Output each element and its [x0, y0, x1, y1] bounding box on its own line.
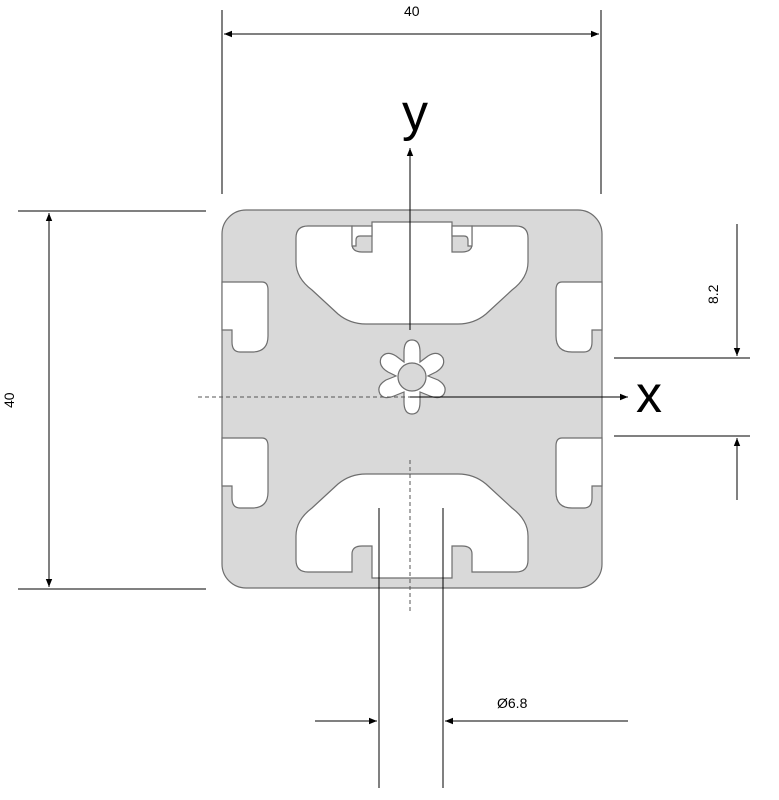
right-bottom-slot: [555, 437, 603, 509]
bore-diameter-dimension: Ø6.8: [315, 508, 628, 788]
bore-diameter-label: Ø6.8: [497, 695, 528, 711]
width-label: 40: [404, 3, 420, 19]
right-top-slot: [555, 281, 603, 353]
slot-width-dimension: 8.2: [614, 224, 750, 500]
height-dimension: 40: [1, 210, 206, 590]
left-bottom-slot: [221, 437, 269, 509]
top-right-lip: [451, 225, 473, 247]
slot-width-label: 8.2: [705, 284, 721, 304]
left-top-slot: [221, 281, 269, 353]
aluminium-profile: [221, 209, 603, 589]
x-axis-label: x: [636, 366, 662, 424]
bottom-chamber: [295, 473, 529, 579]
central-core: [397, 362, 427, 392]
height-label: 40: [1, 392, 17, 408]
top-left-lip: [351, 225, 373, 247]
y-axis-label: y: [402, 84, 428, 142]
width-dimension: 40: [221, 3, 602, 194]
top-chamber: [295, 221, 529, 325]
